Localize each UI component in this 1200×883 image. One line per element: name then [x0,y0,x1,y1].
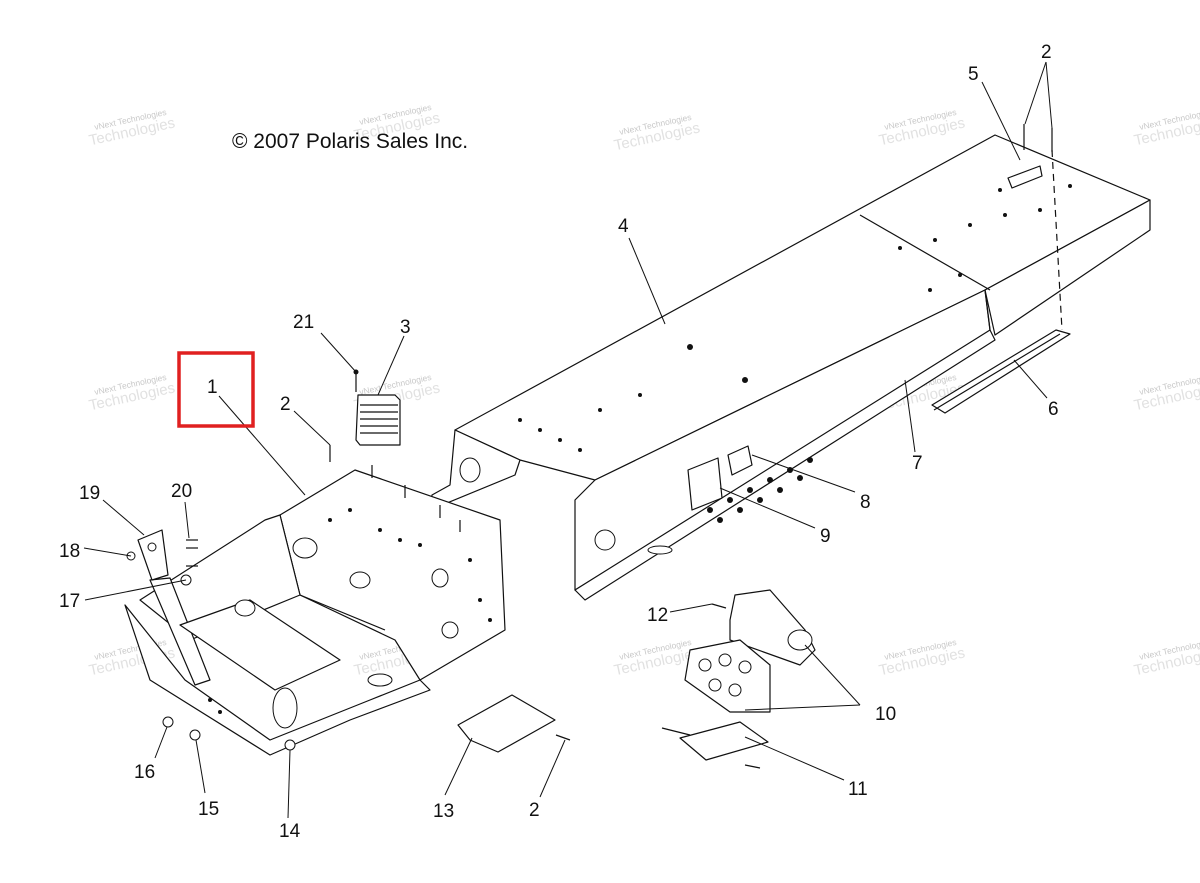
callout-6[interactable]: 6 [1048,399,1059,420]
shield-part-13 [457,694,571,753]
callout-2[interactable]: 2 [529,800,540,821]
leader-lines [83,61,1053,819]
fasteners [126,445,461,751]
watermark: vNext Technologies Technologies [1132,107,1200,149]
bolts-part-2-top [1023,124,1063,331]
callout-13[interactable]: 13 [433,801,454,822]
tunnel-part [429,134,1151,601]
callout-4[interactable]: 4 [618,216,629,237]
pin-part-12 [711,603,727,609]
callout-2[interactable]: 2 [1041,42,1052,63]
callout-5[interactable]: 5 [968,64,979,85]
callout-21[interactable]: 21 [293,312,314,333]
callout-10[interactable]: 10 [875,704,896,725]
module-part-3 [355,394,401,446]
callout-14[interactable]: 14 [279,821,301,842]
watermark: vNext Technologies Technologies [877,107,966,149]
bracket-part-5 [1007,165,1043,189]
watermark: vNext Technologies Technologies [1132,372,1200,414]
callout-8[interactable]: 8 [860,492,871,513]
callout-15[interactable]: 15 [198,799,219,820]
copyright-text: © 2007 Polaris Sales Inc. [232,130,468,153]
callout-16[interactable]: 16 [134,762,155,783]
watermark: vNext Technologies Technologies [612,112,701,154]
watermark: vNext Technologies Technologies [87,107,176,149]
callout-17[interactable]: 17 [59,591,80,612]
callout-19[interactable]: 19 [79,483,100,504]
callout-3[interactable]: 3 [400,317,411,338]
callout-1[interactable]: 1 [207,377,218,398]
watermark: vNext Technologies Technologies [877,637,966,679]
bracket-part-11 [661,721,769,769]
callout-18[interactable]: 18 [59,541,80,562]
callout-2[interactable]: 2 [280,394,291,415]
heat-exchanger-part-10 [684,589,816,713]
callout-labels: 1 2 3 21 4 5 2 6 7 8 9 10 11 12 13 2 14 … [59,42,1059,842]
callout-11[interactable]: 11 [848,779,868,800]
bracket-part-19 [137,529,169,581]
bulkhead-part-1 [124,469,506,756]
callout-20[interactable]: 20 [171,481,192,502]
plate-part-9 [687,457,723,511]
highlight-box [177,351,255,428]
watermark: vNext Technologies Technologies [87,372,176,414]
watermark: vNext Technologies Technologies [1132,637,1200,679]
rail-part-6 [931,329,1071,414]
plate-part-8 [727,445,753,476]
callout-12[interactable]: 12 [647,605,668,626]
callout-7[interactable]: 7 [912,453,923,474]
callout-9[interactable]: 9 [820,526,831,547]
